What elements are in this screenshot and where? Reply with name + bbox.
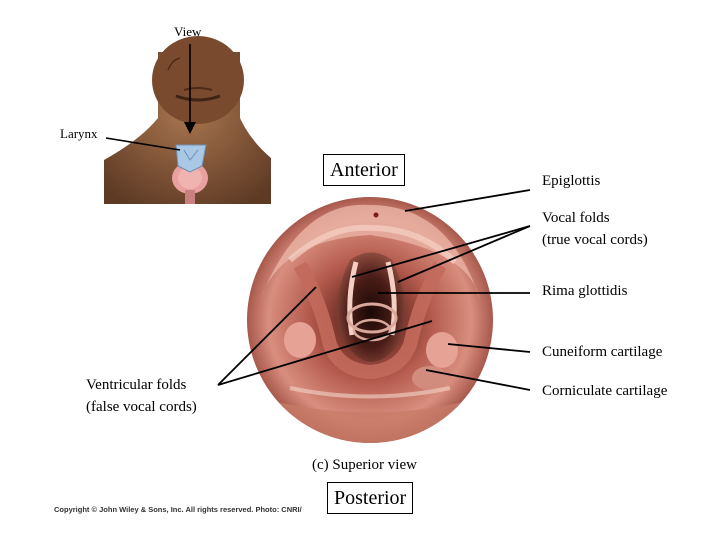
view-caption: (c) Superior view bbox=[312, 457, 417, 473]
larynx-label: Larynx bbox=[60, 126, 98, 141]
ventricular-leader-b bbox=[217, 320, 433, 386]
epiglottis-leader bbox=[404, 189, 531, 212]
leader-lines bbox=[217, 189, 531, 391]
cuneiform-leader bbox=[447, 343, 531, 353]
vocal-folds-label-line1: Vocal folds bbox=[542, 210, 610, 226]
vocal-folds-leader-b bbox=[397, 225, 531, 283]
larynx-leader bbox=[105, 137, 181, 151]
view-label: View bbox=[174, 24, 202, 39]
superior-view-photo bbox=[247, 197, 493, 443]
anterior-label: Anterior bbox=[323, 154, 405, 186]
ventricular-folds-label-line1: Ventricular folds bbox=[86, 377, 187, 393]
view-arrow-head bbox=[184, 122, 196, 134]
ventricular-folds-label-line2: (false vocal cords) bbox=[86, 399, 197, 415]
vocal-folds-label-line2: (true vocal cords) bbox=[542, 232, 648, 248]
posterior-label: Posterior bbox=[327, 482, 414, 514]
corniculate-leader bbox=[425, 369, 531, 391]
vocal-folds-leader-a bbox=[351, 225, 531, 278]
neck-inset-illustration bbox=[104, 36, 271, 204]
epiglottis-label: Epiglottis bbox=[542, 173, 601, 189]
corniculate-cartilage-label: Corniculate cartilage bbox=[542, 383, 668, 399]
cuneiform-cartilage-label: Cuneiform cartilage bbox=[542, 344, 663, 360]
copyright-notice: Copyright © John Wiley & Sons, Inc. All … bbox=[54, 505, 302, 514]
ventricular-leader-a bbox=[217, 286, 317, 386]
rima-glottidis-label: Rima glottidis bbox=[542, 283, 628, 299]
